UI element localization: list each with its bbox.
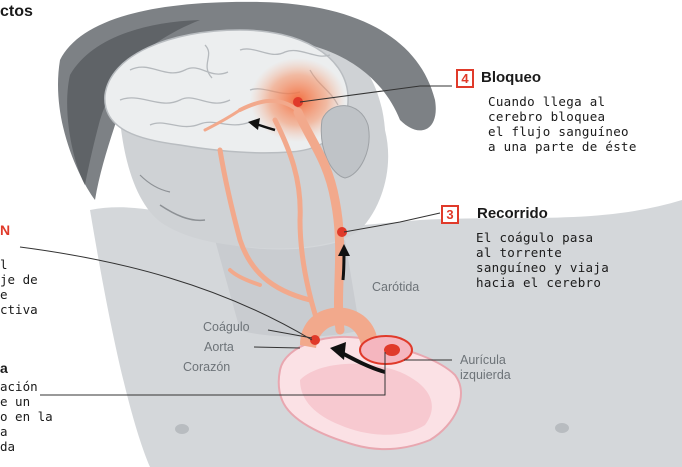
step4-title: Bloqueo — [481, 69, 541, 86]
left-lower-line-5: da — [0, 439, 15, 455]
label-aorta: Aorta — [204, 340, 234, 354]
title-fragment: ctos — [0, 3, 33, 21]
label-coagulo: Coágulo — [203, 320, 250, 334]
left-lower-line-3: o en la — [0, 409, 53, 425]
label-corazon: Corazón — [183, 360, 230, 374]
left-upper-heading: N — [0, 222, 10, 238]
step3-title: Recorrido — [477, 205, 548, 222]
left-upper-line-4: ctiva — [0, 302, 38, 318]
chest-mark-left — [175, 424, 189, 434]
label-auricula: Aurícula izquierda — [460, 353, 511, 383]
left-lower-heading: a — [0, 360, 8, 376]
left-lower-line-2: e un — [0, 394, 30, 410]
step3-line-3: sanguíneo y viaja — [476, 260, 609, 275]
left-upper-line-3: e — [0, 287, 8, 303]
step3-badge: 3 — [441, 205, 459, 224]
label-carotida: Carótida — [372, 280, 419, 294]
step3-line-4: hacia el cerebro — [476, 275, 601, 290]
step3-line-1: El coágulo pasa — [476, 230, 593, 245]
step4-badge: 4 — [456, 69, 474, 88]
step4-line-2: cerebro bloquea — [488, 109, 605, 124]
left-upper-line-1: l — [0, 257, 8, 273]
step4-line-1: Cuando llega al — [488, 94, 605, 109]
step4-line-3: el flujo sanguíneo — [488, 124, 629, 139]
step4-line-4: a una parte de éste — [488, 139, 637, 154]
clot-origin — [384, 344, 400, 356]
left-lower-line-4: a — [0, 424, 8, 440]
left-upper-line-2: je de — [0, 272, 38, 288]
left-lower-line-1: ación — [0, 379, 38, 395]
step3-line-2: al torrente — [476, 245, 562, 260]
chest-mark-right — [555, 423, 569, 433]
